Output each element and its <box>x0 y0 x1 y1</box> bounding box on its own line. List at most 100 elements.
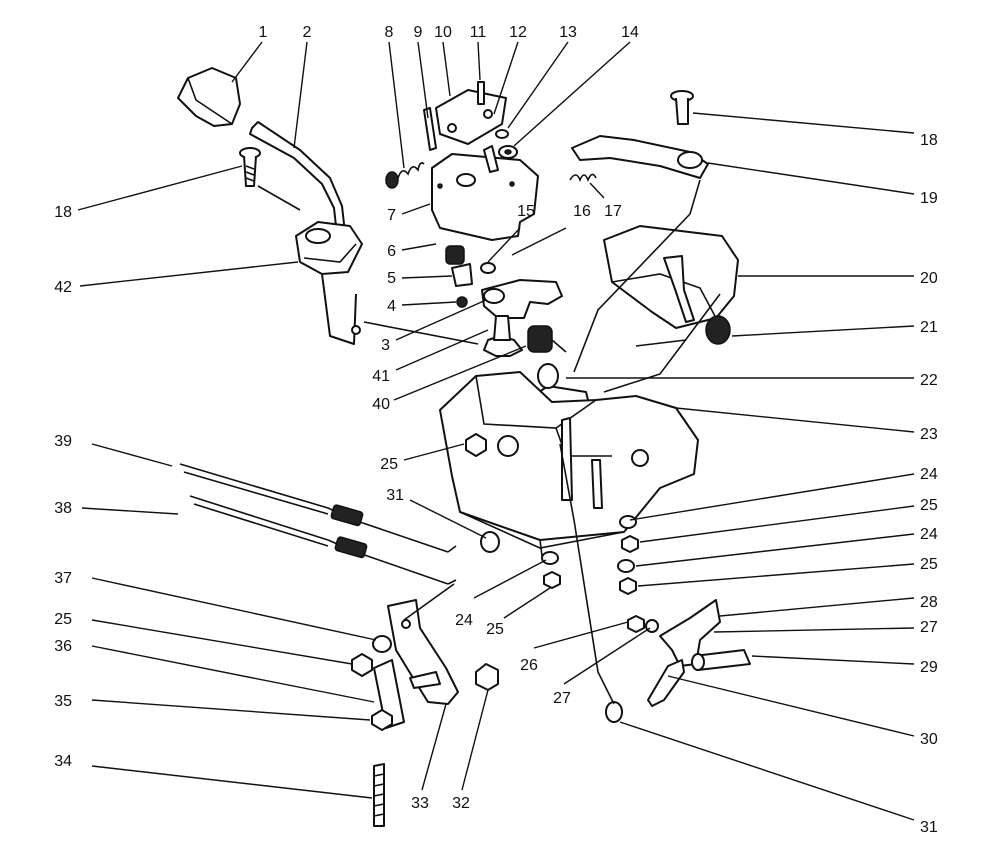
rod-end-part <box>373 659 441 729</box>
callout-18-right: 18 <box>920 132 938 149</box>
cables-part <box>179 463 457 585</box>
leader-10 <box>442 41 451 97</box>
leader-27a <box>713 627 915 633</box>
leader-41 <box>395 329 489 371</box>
callout-26: 26 <box>520 657 538 674</box>
callout-40: 40 <box>372 396 390 413</box>
leader-25a <box>403 443 465 461</box>
leader-28 <box>719 597 915 617</box>
callout-24-upper: 24 <box>920 466 938 483</box>
callout-38: 38 <box>54 500 72 517</box>
callout-1: 1 <box>259 24 268 41</box>
leader-25d <box>91 619 353 665</box>
callout-17: 17 <box>604 203 622 220</box>
callout-19: 19 <box>920 190 938 207</box>
nut-32-part <box>475 663 499 691</box>
spring-8-part <box>385 162 425 189</box>
leader-15 <box>487 227 521 263</box>
callout-21: 21 <box>920 319 938 336</box>
leader-6 <box>401 243 437 251</box>
leader-25b <box>639 505 915 543</box>
hardware-mid-part <box>541 551 561 589</box>
leader-37 <box>91 577 377 641</box>
leader-31a <box>409 499 487 539</box>
nut-35-part <box>371 709 393 731</box>
leader-9 <box>417 41 429 119</box>
parts-artwork <box>177 67 751 827</box>
leader-5 <box>401 275 453 279</box>
cover-plate-part <box>435 89 507 145</box>
hardware-37-part <box>351 635 392 677</box>
callout-30: 30 <box>920 731 938 748</box>
callout-4: 4 <box>387 298 396 315</box>
spring-clip-part <box>483 145 499 173</box>
spring-40-part <box>527 325 567 353</box>
leader-3 <box>395 299 487 341</box>
leader-32 <box>461 689 489 791</box>
callout-5: 5 <box>387 270 396 287</box>
leader-13 <box>507 41 569 129</box>
leader-29 <box>751 655 915 665</box>
leader-12 <box>493 41 519 115</box>
callout-27-lower: 27 <box>553 690 571 707</box>
callout-24-lower: 24 <box>920 526 938 543</box>
leader-19 <box>707 162 915 195</box>
callout-25-upper: 25 <box>920 497 938 514</box>
callout-18-left: 18 <box>54 204 72 221</box>
callout-36: 36 <box>54 638 72 655</box>
callout-25-lower: 25 <box>920 556 938 573</box>
leader-34 <box>91 765 373 799</box>
leader-31b <box>619 721 915 821</box>
callout-35: 35 <box>54 693 72 710</box>
roller-part <box>705 315 731 345</box>
callout-23: 23 <box>920 426 938 443</box>
small-nut-part <box>456 296 468 308</box>
shoulder-bolt-left-part <box>239 147 261 187</box>
callout-27-right: 27 <box>920 619 938 636</box>
shoulder-bolt-right-part <box>670 90 694 125</box>
callout-42: 42 <box>54 279 72 296</box>
leader-16 <box>511 227 567 256</box>
leader-14 <box>513 41 631 147</box>
leader-40 <box>393 345 527 401</box>
leader-24a <box>629 473 915 521</box>
callout-8: 8 <box>385 24 394 41</box>
callout-37: 37 <box>54 570 72 587</box>
callout-31-left: 31 <box>386 487 404 504</box>
callout-12: 12 <box>509 24 527 41</box>
leader-24b <box>635 533 915 567</box>
callout-34: 34 <box>54 753 72 770</box>
callout-29: 29 <box>920 659 938 676</box>
callout-25-left: 25 <box>54 611 72 628</box>
nut-frame-part <box>465 433 487 457</box>
leader-27b <box>563 627 651 685</box>
callout-25-mid: 25 <box>486 621 504 638</box>
callout-25-frame: 25 <box>380 456 398 473</box>
callout-28: 28 <box>920 594 938 611</box>
callout-39: 39 <box>54 433 72 450</box>
pivot-gear-part <box>483 315 523 357</box>
leader-42 <box>79 261 299 287</box>
spring-17-part <box>569 173 597 183</box>
leader-30 <box>667 675 915 737</box>
leader-21 <box>731 325 915 337</box>
leader-35 <box>91 699 371 721</box>
callout-41: 41 <box>372 368 390 385</box>
callout-11: 11 <box>470 24 487 41</box>
leader-18a <box>692 112 915 134</box>
assembly-guide-lines <box>257 179 721 705</box>
leader-24c <box>473 559 547 599</box>
shift-housing-part <box>431 153 539 241</box>
detent-plate-part <box>480 262 563 319</box>
callout-15: 15 <box>517 203 535 220</box>
leader-4 <box>401 301 457 306</box>
lever-bracket-part <box>295 221 363 345</box>
leader-33 <box>421 703 447 791</box>
leader-39 <box>91 443 173 467</box>
small-screw-part <box>477 81 485 105</box>
hardware-26-27-part <box>627 615 659 633</box>
washer-31-left-part <box>480 531 500 553</box>
callout-6: 6 <box>387 243 396 260</box>
pin-part <box>423 107 437 151</box>
washers-13-14-part <box>495 129 518 159</box>
